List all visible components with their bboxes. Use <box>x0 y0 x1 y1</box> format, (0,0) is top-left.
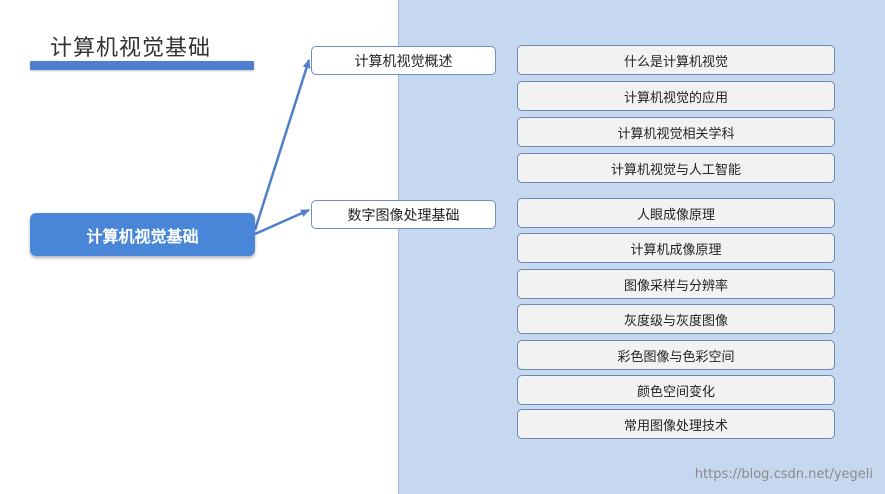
leaf-node: 人眼成像原理 <box>517 198 835 228</box>
watermark: https://blog.csdn.net/yegeli <box>694 467 873 482</box>
leaf-node: 计算机视觉相关学科 <box>517 117 835 147</box>
leaf-node: 计算机视觉与人工智能 <box>517 153 835 183</box>
page-title: 计算机视觉基础 <box>50 36 212 61</box>
title-underline <box>30 61 254 70</box>
root-node: 计算机视觉基础 <box>30 213 255 256</box>
branch-node-image-basics: 数字图像处理基础 <box>311 200 496 229</box>
arrow-to-overview <box>253 59 311 231</box>
leaf-node: 常用图像处理技术 <box>517 409 835 439</box>
leaf-node: 计算机视觉的应用 <box>517 81 835 111</box>
leaf-node: 颜色空间变化 <box>517 375 835 405</box>
leaf-node: 计算机成像原理 <box>517 233 835 263</box>
branch-node-overview: 计算机视觉概述 <box>311 46 496 75</box>
arrow-to-image-basics <box>254 208 310 236</box>
leaf-node: 彩色图像与色彩空间 <box>517 340 835 370</box>
leaf-node: 什么是计算机视觉 <box>517 45 835 75</box>
leaf-node: 图像采样与分辨率 <box>517 269 835 299</box>
leaf-node: 灰度级与灰度图像 <box>517 304 835 334</box>
